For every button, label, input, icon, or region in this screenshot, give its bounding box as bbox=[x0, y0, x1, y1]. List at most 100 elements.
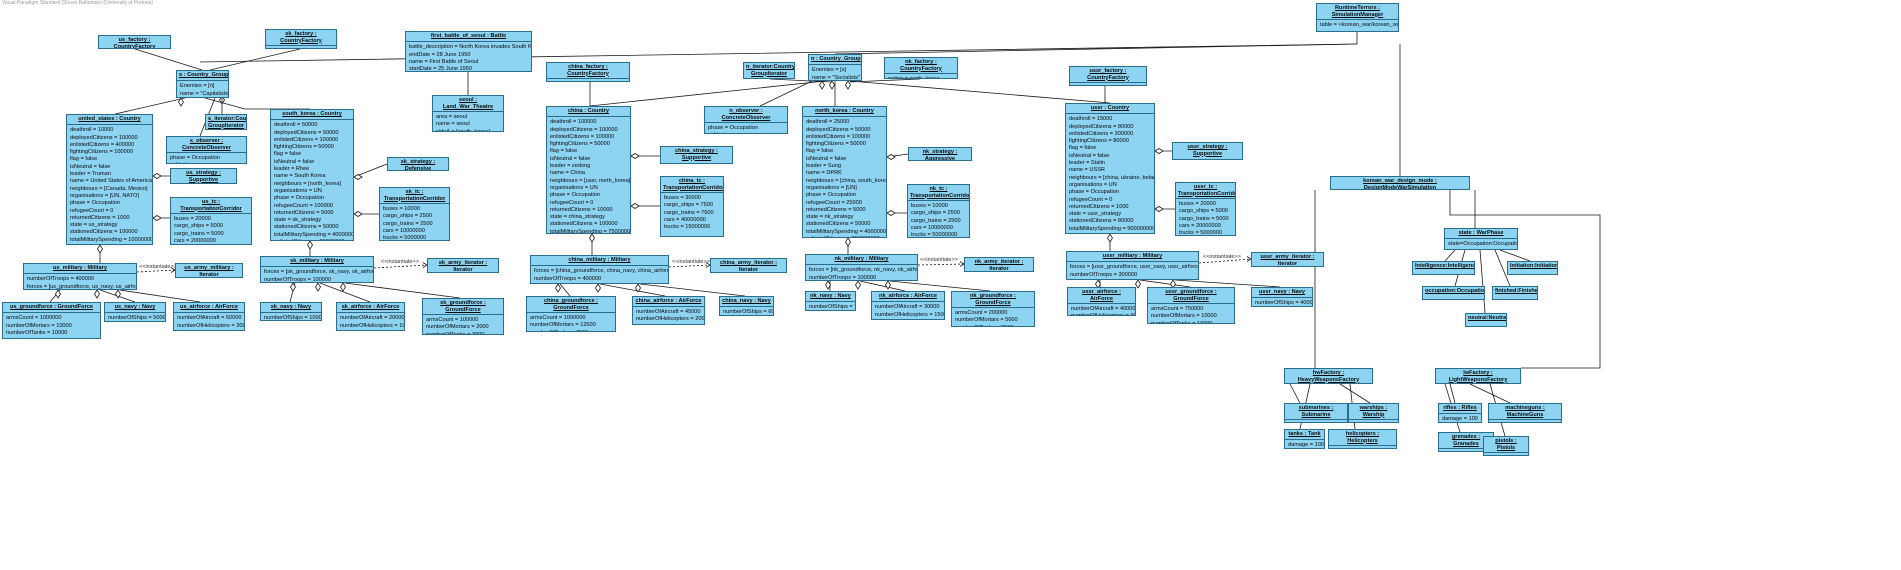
object-hw-factory[interactable]: hwFactory : HeavyWeaponsFactory bbox=[1284, 368, 1373, 384]
object-ussr-factory[interactable]: ussr_factory : CountryFactorynation = us… bbox=[1069, 66, 1147, 86]
object-nk-army-iter[interactable]: nk_army_iterator : Iterator bbox=[964, 257, 1034, 272]
object-header: korean_war_design_mode : DesignModeWarSi… bbox=[1363, 178, 1437, 190]
object-header: china_factory : CountryFactory bbox=[547, 63, 629, 80]
object-ussr-army-iter[interactable]: ussr_army_iterator : Iterator bbox=[1251, 252, 1324, 267]
object-sk-factory[interactable]: sk_factory : CountryFactorynation = sout… bbox=[265, 29, 337, 49]
object-lw-factory[interactable]: lwFactory : LightWeaponsFactory bbox=[1435, 368, 1521, 384]
object-sk-strategy[interactable]: sk_strategy : Defensive bbox=[387, 157, 449, 171]
object-china-factory[interactable]: china_factory : CountryFactorynation = c… bbox=[546, 62, 630, 82]
object-warships[interactable]: warships : Warshipdamage = 15000 bbox=[1348, 403, 1399, 423]
attribute-line: numberOfShips = 10000 bbox=[264, 315, 322, 321]
aggregation-diamond bbox=[825, 280, 831, 290]
object-n-iterator[interactable]: n_iterator:Country GroupIterator bbox=[743, 62, 795, 79]
attribute-line: cars = 20000000 bbox=[174, 238, 216, 245]
object-pistols[interactable]: pistols : Pistolsdamage = 50 bbox=[1483, 436, 1529, 456]
object-us-factory[interactable]: us_factory : CountryFactorynation = unit… bbox=[98, 35, 171, 49]
object-sk-army-iter[interactable]: sk_army_iterator : Iterator bbox=[427, 258, 499, 273]
attribute-line: state = us_strategy bbox=[70, 222, 118, 229]
attribute-line: stationedCitizens = 100000 bbox=[70, 229, 138, 236]
association-line bbox=[889, 280, 991, 292]
object-nk-factory[interactable]: nk_factory : CountryFactorynation = nort… bbox=[884, 57, 958, 79]
attribute-line: numberOfHelicopters = 15000 bbox=[875, 311, 945, 318]
object-header: ussr_strategy : Supportive bbox=[1187, 144, 1228, 157]
object-helicopters[interactable]: helicopters : Helicoptersdamage = 10000 bbox=[1328, 429, 1397, 449]
object-ussr-strategy[interactable]: ussr_strategy : Supportive bbox=[1172, 142, 1243, 160]
object-attributes: nation = south_korea bbox=[266, 46, 336, 48]
object-attributes: phase = Occupationsubject = s bbox=[167, 153, 246, 163]
object-us-army-iter[interactable]: us_army_military : Iterator bbox=[175, 263, 243, 278]
object-finished[interactable]: finished:Finished bbox=[1492, 286, 1538, 300]
attribute-line: name = "Capitalists" bbox=[180, 90, 229, 97]
object-occupation[interactable]: occupation:Occupation bbox=[1422, 286, 1485, 300]
instantiate-stereotype: <<instantiate>> bbox=[920, 257, 958, 263]
object-header: us_tc : TransportationCorridor bbox=[171, 198, 251, 215]
attribute-line: name = "Socialists" bbox=[812, 74, 860, 81]
object-us-strategy[interactable]: us_strategy : Supportive bbox=[170, 168, 237, 184]
object-design-mode[interactable]: korean_war_design_mode : DesignModeWarSi… bbox=[1330, 176, 1470, 190]
object-machineguns[interactable]: machineguns : MachineGunsdamage = 200 bbox=[1488, 403, 1562, 423]
object-china-strategy[interactable]: china_strategy : Supportive bbox=[660, 146, 733, 164]
attribute-line: cargo_trains = 2500 bbox=[383, 220, 433, 227]
object-header: china_military : Military bbox=[531, 256, 668, 267]
object-nk-strategy[interactable]: nk_strategy : Aggressive bbox=[908, 147, 972, 161]
attribute-line: deathroll = 15000 bbox=[1069, 116, 1113, 123]
object-initiation[interactable]: Initiation:Initiation bbox=[1507, 261, 1558, 275]
object-s-iterator[interactable]: s_iterator:Country GroupIterator bbox=[205, 114, 247, 130]
attribute-line: numberOfAircraft = 30000 bbox=[875, 304, 940, 311]
object-intelligence[interactable]: Intelligence:Intelligence bbox=[1412, 261, 1475, 275]
object-header: nk_groundforce : GroundForce bbox=[952, 292, 1034, 309]
instantiate-stereotype: <<instantiate>> bbox=[381, 259, 419, 265]
attribute-line: neighbours = [Canada, Mexico] bbox=[70, 185, 148, 192]
attribute-line: deathroll = 50000 bbox=[274, 122, 318, 129]
object-header: sk_factory : CountryFactory bbox=[266, 30, 336, 47]
object-submarines[interactable]: submarines : Submarinedamage = 20000 bbox=[1284, 403, 1348, 423]
object-attributes: numberOfShips = 40000 bbox=[1252, 298, 1312, 306]
object-china-army-iter[interactable]: china_army_iterator : Iterator bbox=[710, 258, 787, 273]
object-neutral[interactable]: neutral:Neutral bbox=[1465, 313, 1507, 327]
attribute-line: buses = 30000 bbox=[664, 195, 701, 202]
